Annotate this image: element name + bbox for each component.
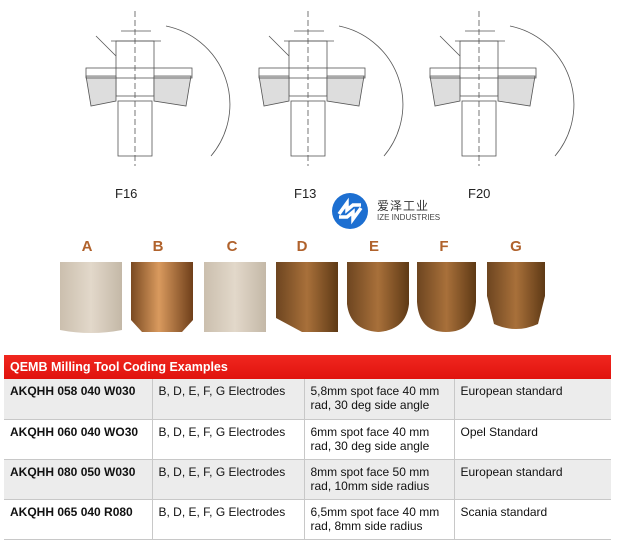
electrode-shape-f: [417, 262, 476, 332]
cell-electrodes: B, D, E, F, G Electrodes: [151, 419, 304, 460]
electrode-shape-e: [347, 262, 409, 332]
cell-electrodes: B, D, E, F, G Electrodes: [151, 499, 304, 540]
cell-description: 6mm spot face 40 mm rad, 30 deg side ang…: [303, 419, 454, 460]
ize-logo-icon: [332, 193, 368, 229]
table-row: AKQHH 065 040 R080 B, D, E, F, G Electro…: [4, 499, 611, 540]
electrode-shape-a: [60, 262, 122, 333]
company-logo: 爱泽工业 IZE INDUSTRIES: [330, 191, 470, 231]
electrode-shape-g: [487, 262, 545, 329]
table-row: AKQHH 058 040 W030 B, D, E, F, G Electro…: [4, 379, 611, 420]
cell-code: AKQHH 065 040 R080: [4, 499, 152, 540]
coding-table-body: AKQHH 058 040 W030 B, D, E, F, G Electro…: [4, 379, 611, 540]
drawing-f20: [429, 11, 575, 166]
cell-code: AKQHH 060 040 WO30: [4, 419, 152, 460]
cell-description: 6,5mm spot face 40 mm rad, 8mm side radi…: [303, 499, 454, 540]
cell-code: AKQHH 080 050 W030: [4, 459, 152, 500]
table-row: AKQHH 080 050 W030 B, D, E, F, G Electro…: [4, 459, 611, 500]
electrode-letter-f: F: [439, 238, 449, 255]
cell-code: AKQHH 058 040 W030: [4, 379, 152, 420]
cell-description: 8mm spot face 50 mm rad, 10mm side radiu…: [303, 459, 454, 500]
cell-electrodes: B, D, E, F, G Electrodes: [151, 379, 304, 420]
electrode-shape-d: [276, 262, 338, 332]
cell-description: 5,8mm spot face 40 mm rad, 30 deg side a…: [303, 379, 454, 420]
logo-english-text: IZE INDUSTRIES: [377, 213, 441, 222]
table-row: AKQHH 060 040 WO30 B, D, E, F, G Electro…: [4, 419, 611, 460]
logo-chinese-text: 爱泽工业: [377, 199, 430, 213]
cell-standard: European standard: [453, 459, 611, 500]
electrode-shapes: [60, 262, 545, 333]
figure-label-f16: F16: [115, 186, 138, 201]
electrode-letter-c: C: [226, 238, 238, 255]
coding-table: QEMB Milling Tool Coding Examples AKQHH …: [4, 355, 611, 540]
cell-standard: European standard: [453, 379, 611, 420]
drawing-f13: [258, 11, 404, 166]
electrode-letter-d: D: [296, 238, 308, 255]
electrode-shape-b: [131, 262, 193, 332]
electrode-letter-a: A: [81, 238, 93, 255]
table-title: QEMB Milling Tool Coding Examples: [4, 355, 611, 379]
cell-standard: Scania standard: [453, 499, 611, 540]
technical-drawings: F16 F13 F20: [0, 0, 625, 215]
electrode-letter-g: G: [510, 238, 522, 255]
figure-label-f13: F13: [294, 186, 317, 201]
figure-label-f20: F20: [468, 186, 491, 201]
drawing-f16: [85, 11, 231, 166]
electrode-shape-c: [204, 262, 266, 332]
cell-electrodes: B, D, E, F, G Electrodes: [151, 459, 304, 500]
electrode-letter-b: B: [152, 238, 164, 255]
electrode-letter-e: E: [368, 238, 379, 255]
electrode-types: A B C D E F G: [0, 236, 625, 346]
cell-standard: Opel Standard: [453, 419, 611, 460]
